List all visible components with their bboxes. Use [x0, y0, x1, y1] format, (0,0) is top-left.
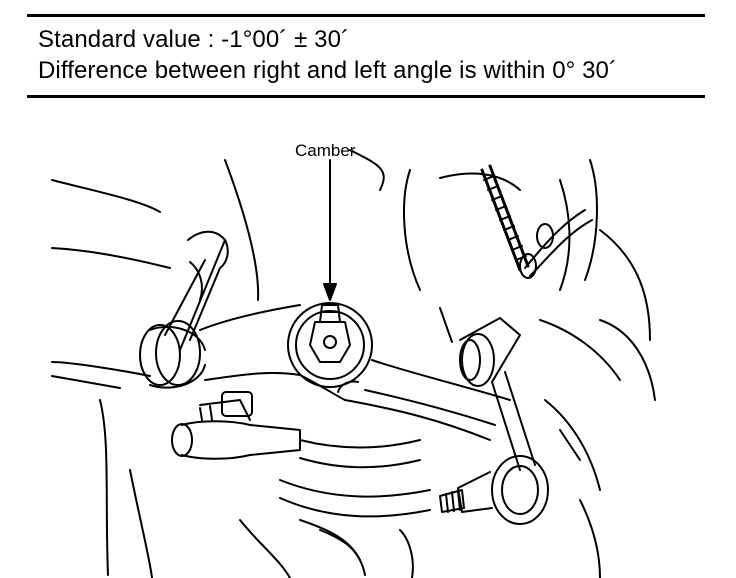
frame-outline [51, 149, 651, 578]
lower-ball-joint [439, 455, 549, 525]
upper-link-tube [164, 230, 229, 351]
coiled-cable [480, 164, 530, 272]
difference-text: Difference between right and left angle … [38, 57, 618, 84]
tie-rod [171, 391, 301, 460]
standard-value-text: Standard value : -1°00´ ± 30´ [38, 26, 350, 53]
control-arm [199, 304, 511, 441]
camber-callout-label: Camber [295, 141, 356, 160]
stabilizer-link [439, 307, 536, 471]
header-bottom-rule [27, 95, 705, 98]
header-top-rule [27, 14, 705, 17]
camber-arrow [323, 159, 337, 301]
brake-line [519, 209, 593, 279]
lower-hoses [239, 439, 431, 578]
camber-bolt [287, 302, 373, 388]
left-bushing [139, 320, 206, 389]
right-panel [539, 319, 656, 578]
